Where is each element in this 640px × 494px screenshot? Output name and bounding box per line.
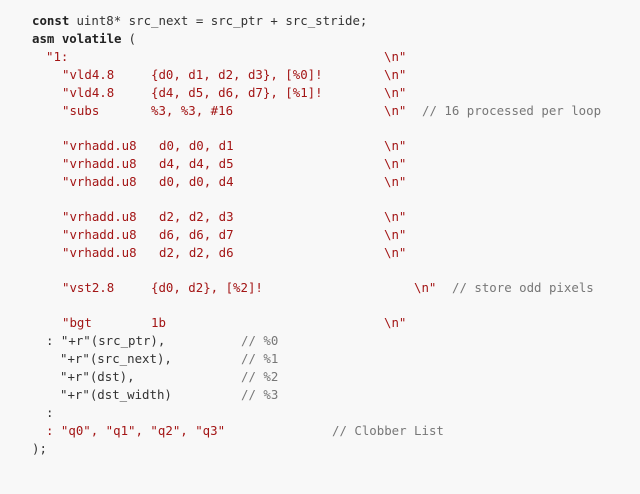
newline-escape: \n" [414,280,437,295]
asm-mnemonic: "bgt [62,315,92,330]
newline-escape: \n" [384,85,407,100]
newline-escape: \n" [384,138,407,153]
code-comment: // %2 [241,369,279,384]
asm-operands: d4, d4, d5 [159,156,234,171]
code-line-asm: asm volatile ( [0,30,136,48]
asm-mnemonic: "vrhadd.u8 [62,245,137,260]
asm-operands: d6, d6, d7 [159,227,234,242]
code-comment: // 16 processed per loop [422,103,602,118]
close-statement: ); [32,441,47,456]
asm-mnemonic: "vld4.8 [62,67,115,82]
code-line-vld4-a: "vld4.8 {d0, d1, d2, d3}, [%0]! \n" [0,66,406,84]
code-line-input-operands: : [0,404,53,422]
keyword-const: const [32,13,70,28]
code-line-subs: "subs %3, %3, #16 \n" // 16 processed pe… [0,102,601,120]
code-comment: // %0 [241,333,279,348]
newline-escape: \n" [384,67,407,82]
asm-mnemonic: "vrhadd.u8 [62,138,137,153]
asm-mnemonic: "vrhadd.u8 [62,156,137,171]
asm-mnemonic: "vst2.8 [62,280,115,295]
asm-operands: d0, d0, d4 [159,174,234,189]
newline-escape: \n" [384,209,407,224]
declaration-src-next: uint8* src_next = src_ptr + src_stride; [69,13,368,28]
newline-escape: \n" [384,227,407,242]
asm-operands: d2, d2, d6 [159,245,234,260]
asm-operands: {d4, d5, d6, d7}, [%1]! [151,85,323,100]
code-line-vrhadd: "vrhadd.u8 d4, d4, d5 \n" [0,155,406,173]
code-line-vrhadd: "vrhadd.u8 d2, d2, d6 \n" [0,244,406,262]
input-operand-separator: : [46,405,54,420]
code-comment: // Clobber List [332,423,444,438]
asm-mnemonic: "vrhadd.u8 [62,174,137,189]
code-line-output-operand: "+r"(dst), // %2 [0,368,278,386]
asm-operands: {d0, d2}, [%2]! [151,280,263,295]
asm-mnemonic: "subs [62,103,100,118]
code-line-vld4-b: "vld4.8 {d4, d5, d6, d7}, [%1]! \n" [0,84,406,102]
operand-constraint: "+r"(dst), [60,369,135,384]
code-comment: // %1 [241,351,279,366]
code-line-clobber: : "q0", "q1", "q2", "q3" // Clobber List [0,422,444,440]
asm-mnemonic: "vld4.8 [62,85,115,100]
code-line-output-operand: "+r"(src_next), // %1 [0,350,278,368]
code-line-vst2: "vst2.8 {d0, d2}, [%2]! \n" // store odd… [0,279,594,297]
code-line-label: "1: \n" [0,48,406,66]
code-line-close: ); [0,440,47,458]
asm-operands: d2, d2, d3 [159,209,234,224]
newline-escape: \n" [384,174,407,189]
code-snippet: const uint8* src_next = src_ptr + src_st… [0,12,601,458]
code-comment: // %3 [241,387,279,402]
code-line-bgt: "bgt 1b \n" [0,314,406,332]
operand-constraint: "+r"(src_next), [60,351,172,366]
asm-mnemonic: "vrhadd.u8 [62,227,137,242]
newline-escape: \n" [384,49,407,64]
newline-escape: \n" [384,245,407,260]
open-paren: ( [121,31,136,46]
newline-escape: \n" [384,315,407,330]
code-line-vrhadd: "vrhadd.u8 d0, d0, d1 \n" [0,137,406,155]
clobber-list: : "q0", "q1", "q2", "q3" [46,423,226,438]
keyword-asm-volatile: asm volatile [32,31,122,46]
asm-operands: 1b [151,315,166,330]
operand-constraint: "+r"(dst_width) [60,387,172,402]
newline-escape: \n" [384,103,407,118]
asm-operands: %3, %3, #16 [151,103,234,118]
asm-operands: d0, d0, d1 [159,138,234,153]
operand-constraint: : "+r"(src_ptr), [46,333,166,348]
code-line-vrhadd: "vrhadd.u8 d6, d6, d7 \n" [0,226,406,244]
asm-mnemonic: "vrhadd.u8 [62,209,137,224]
newline-escape: \n" [384,156,407,171]
code-line-vrhadd: "vrhadd.u8 d0, d0, d4 \n" [0,173,406,191]
code-line-vrhadd: "vrhadd.u8 d2, d2, d3 \n" [0,208,406,226]
asm-operands: {d0, d1, d2, d3}, [%0]! [151,67,323,82]
asm-label: "1: [46,49,69,64]
code-line-src-next: const uint8* src_next = src_ptr + src_st… [0,12,367,30]
code-line-output-operand: : "+r"(src_ptr), // %0 [0,332,278,350]
code-line-output-operand: "+r"(dst_width) // %3 [0,386,278,404]
code-comment: // store odd pixels [452,280,594,295]
